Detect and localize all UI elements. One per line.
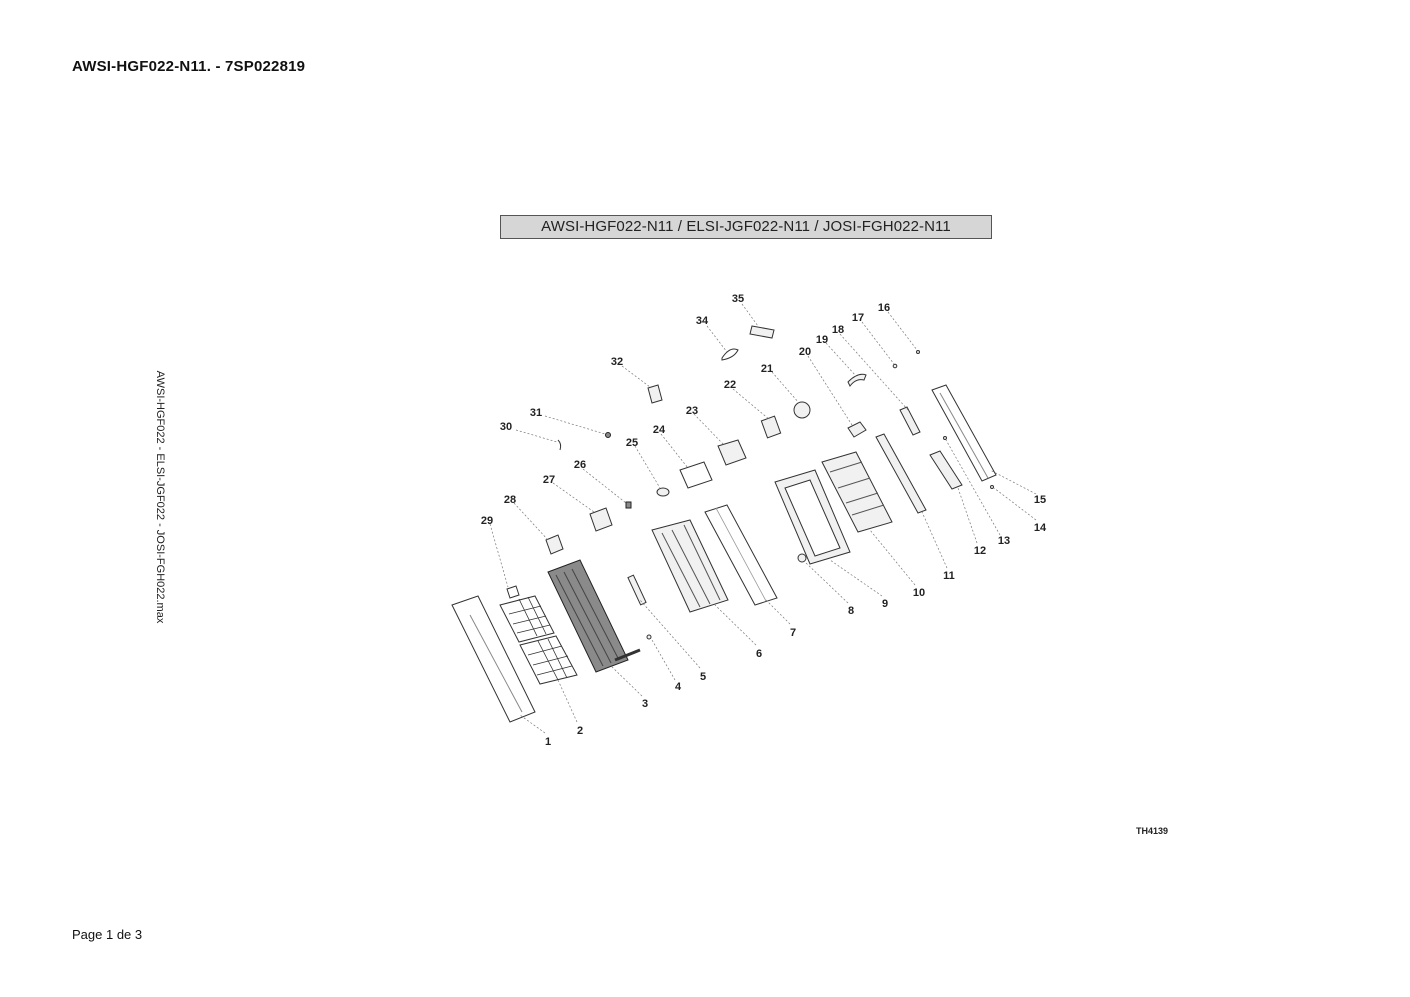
part-label-21: 21 xyxy=(761,363,773,375)
part-label-16: 16 xyxy=(878,302,890,314)
part-2-filter-lower xyxy=(519,635,578,685)
part-label-9: 9 xyxy=(882,598,888,610)
leader-lines xyxy=(489,303,1037,734)
part-number-labels: 1 2 3 4 5 6 7 8 9 10 11 12 13 14 15 16 1… xyxy=(481,293,1047,748)
part-label-24: 24 xyxy=(653,424,666,436)
part-10-louver-assembly xyxy=(821,451,893,533)
part-18-strip xyxy=(899,406,921,436)
part-label-12: 12 xyxy=(974,545,986,557)
part-label-19: 19 xyxy=(816,334,828,346)
part-label-29: 29 xyxy=(481,515,493,527)
part-label-18: 18 xyxy=(832,324,844,336)
part-26-cap xyxy=(625,501,632,509)
part-label-11: 11 xyxy=(943,570,955,582)
part-label-7: 7 xyxy=(790,627,796,639)
part-19-link xyxy=(847,373,867,387)
part-29-tag xyxy=(506,585,520,599)
part-23-control-board xyxy=(717,439,747,466)
part-label-30: 30 xyxy=(500,421,512,433)
part-label-31: 31 xyxy=(530,407,542,419)
part-label-32: 32 xyxy=(611,356,623,368)
part-label-1: 1 xyxy=(545,736,551,748)
part-20-bracket xyxy=(847,421,867,438)
part-label-8: 8 xyxy=(848,605,854,617)
part-25-bushing xyxy=(656,487,670,497)
part-16-screw xyxy=(916,350,920,354)
part-label-28: 28 xyxy=(504,494,516,506)
part-label-15: 15 xyxy=(1034,494,1046,506)
part-label-13: 13 xyxy=(998,535,1010,547)
part-label-27: 27 xyxy=(543,474,555,486)
part-15-top-cover xyxy=(931,384,997,482)
page-footer: Page 1 de 3 xyxy=(72,927,143,942)
part-32-cover xyxy=(647,384,663,404)
part-label-25: 25 xyxy=(626,437,638,449)
part-label-14: 14 xyxy=(1034,522,1047,534)
part-12-vane xyxy=(929,450,963,490)
part-31-wire-end xyxy=(605,432,611,438)
part-22-stepper xyxy=(760,415,782,439)
part-label-17: 17 xyxy=(852,312,864,324)
part-34-cable xyxy=(721,348,739,361)
part-35-connector xyxy=(749,325,775,339)
part-shapes xyxy=(451,325,997,723)
part-30-hook xyxy=(557,439,562,451)
part-11-rail xyxy=(875,433,927,514)
part-label-22: 22 xyxy=(724,379,736,391)
document-title: AWSI-HGF022-N11. - 7SP022819 xyxy=(72,58,306,75)
part-21-motor xyxy=(793,401,811,419)
diagram-header: AWSI-HGF022-N11 / ELSI-JGF022-N11 / JOSI… xyxy=(500,215,992,239)
part-14-screw xyxy=(990,485,994,489)
part-label-2: 2 xyxy=(577,725,583,737)
part-label-3: 3 xyxy=(642,698,648,710)
part-5-sensor-holder xyxy=(627,574,647,606)
part-label-4: 4 xyxy=(675,681,682,693)
part-2-filter-upper xyxy=(499,595,555,643)
part-3-evaporator xyxy=(547,559,629,673)
part-label-6: 6 xyxy=(756,648,762,660)
part-13-clip xyxy=(943,436,947,440)
part-label-35: 35 xyxy=(732,293,744,305)
part-4-screw xyxy=(646,634,652,640)
part-27-bracket xyxy=(589,507,613,532)
part-28-holder xyxy=(545,534,564,555)
part-17-screw xyxy=(892,363,898,369)
part-label-34: 34 xyxy=(696,315,709,327)
drawing-code: TH4139 xyxy=(1136,826,1169,836)
part-24-box xyxy=(679,461,713,489)
part-label-20: 20 xyxy=(799,346,811,358)
part-8-bearing xyxy=(797,553,807,563)
part-label-23: 23 xyxy=(686,405,698,417)
part-label-26: 26 xyxy=(574,459,586,471)
part-label-5: 5 xyxy=(700,671,706,683)
part-label-10: 10 xyxy=(913,587,925,599)
